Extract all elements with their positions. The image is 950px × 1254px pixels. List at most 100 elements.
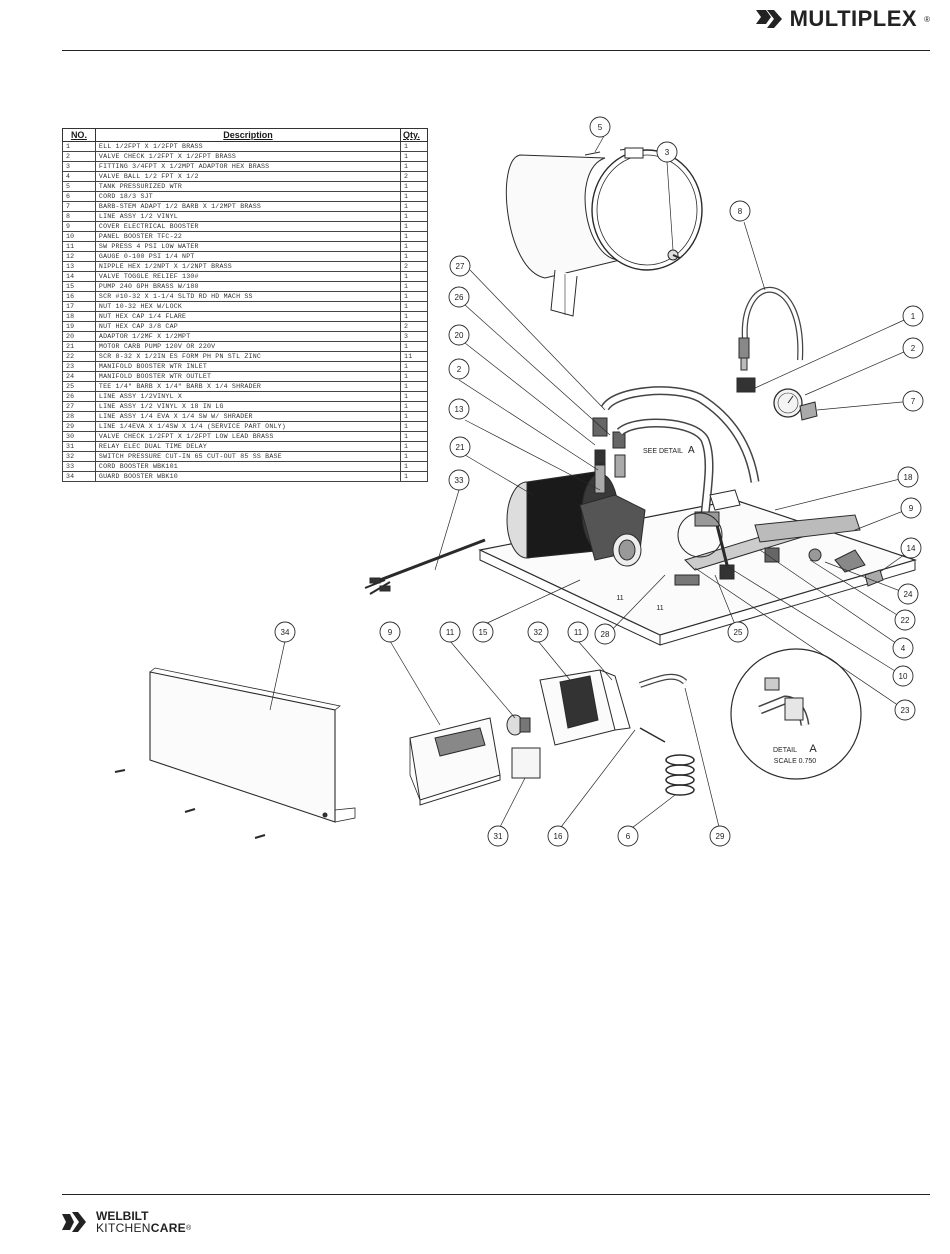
callout-26: 26 (455, 293, 464, 302)
detail-a-scale: SCALE 0.750 (774, 758, 817, 765)
cell-no: 2 (62, 151, 96, 162)
cell-no: 17 (62, 301, 96, 312)
callout-29: 29 (716, 832, 725, 841)
cell-no: 4 (62, 171, 96, 182)
exploded-assembly-drawing: 5 3 8 27 26 20 2 13 21 33 1 2 7 18 9 14 … (364, 116, 924, 780)
cell-no: 23 (62, 361, 96, 372)
callout-24: 24 (904, 590, 913, 599)
callout-6: 6 (626, 832, 631, 841)
welbilt-mark-icon (62, 1212, 86, 1232)
cell-no: 22 (62, 351, 96, 362)
cell-no: 7 (62, 201, 96, 212)
detail-a-letter: A (809, 743, 817, 755)
motor-pump (506, 471, 646, 567)
callout-1: 1 (911, 312, 916, 321)
low-water-switch (506, 714, 531, 736)
cell-no: 29 (62, 421, 96, 432)
multiplex-logo: MULTIPLEX® (754, 6, 930, 32)
cell-no: 19 (62, 321, 96, 332)
cell-no: 11 (62, 241, 96, 252)
callout-9-lower: 9 (388, 628, 393, 637)
cell-no: 10 (62, 231, 96, 242)
cell-no: 5 (62, 181, 96, 192)
multiplex-mark-icon (755, 10, 782, 28)
callout-2-right: 2 (911, 344, 916, 353)
cell-no: 25 (62, 381, 96, 392)
line-assembly-26 (616, 418, 714, 516)
cell-no: 9 (62, 221, 96, 232)
cell-no: 16 (62, 291, 96, 302)
cell-no: 14 (62, 271, 96, 282)
callout-2-left: 2 (457, 365, 462, 374)
cell-qty: 1 (400, 471, 428, 482)
callout-7: 7 (911, 397, 916, 406)
callout-27: 27 (456, 262, 465, 271)
base-mark-2: 11 (656, 605, 663, 612)
cell-no: 6 (62, 191, 96, 202)
leader-lines (434, 135, 914, 711)
welbilt-name: WELBILT (96, 1208, 149, 1223)
callout-8: 8 (738, 207, 743, 216)
callout-32: 32 (534, 628, 543, 637)
line-assembly-27 (601, 386, 760, 483)
coiled-cord (639, 727, 695, 796)
cell-desc: GUARD BOOSTER WBK10 (94, 471, 402, 482)
cell-no: 34 (62, 471, 96, 482)
cell-no: 20 (62, 331, 96, 342)
cell-no: 31 (62, 441, 96, 452)
callout-14: 14 (907, 544, 916, 553)
callout-5: 5 (598, 123, 603, 132)
power-cord (364, 538, 486, 595)
base-mark-1: 11 (616, 595, 623, 602)
lower-components-drawing: 34 9 11 32 11 29 31 16 6 (114, 621, 731, 847)
cell-no: 27 (62, 401, 96, 412)
cell-no: 32 (62, 451, 96, 462)
callout-9-main: 9 (909, 504, 914, 513)
electrical-cover (409, 717, 501, 806)
footer-reg-mark: ® (185, 1224, 192, 1232)
care-text: CARE (150, 1220, 186, 1235)
callout-10: 10 (899, 672, 908, 681)
cell-no: 12 (62, 251, 96, 262)
cell-no: 21 (62, 341, 96, 352)
callout-31: 31 (494, 832, 503, 841)
cell-no: 33 (62, 461, 96, 472)
callout-28: 28 (601, 630, 610, 639)
callout-18: 18 (904, 473, 913, 482)
brand-name: MULTIPLEX (789, 6, 918, 31)
callout-11-left: 11 (446, 628, 455, 637)
callout-34: 34 (281, 628, 290, 637)
callout-3: 3 (665, 148, 670, 157)
welbilt-logo: WELBILT KITCHENCARE® (60, 1208, 191, 1236)
cell-no: 15 (62, 281, 96, 292)
see-detail-label: SEE DETAIL (643, 448, 683, 455)
pressure-switch (539, 669, 631, 746)
callout-25: 25 (734, 628, 743, 637)
callout-21: 21 (456, 443, 465, 452)
pressure-tank (505, 147, 703, 317)
cell-no: 26 (62, 391, 96, 402)
cell-no: 24 (62, 371, 96, 382)
callout-15: 15 (479, 628, 488, 637)
detail-a-inset (730, 648, 862, 780)
cell-no: 28 (62, 411, 96, 422)
callout-23: 23 (901, 706, 910, 715)
callout-circles (448, 116, 924, 721)
manifold-assembly (674, 489, 884, 587)
callout-22: 22 (901, 616, 910, 625)
kitchen-text: KITCHEN (96, 1220, 151, 1235)
header-no: NO. (62, 128, 96, 142)
cell-no: 8 (62, 211, 96, 222)
detail-a-callout-circle (677, 512, 723, 558)
footer-rule (62, 1194, 930, 1195)
see-detail-letter: A (688, 445, 695, 456)
callout-33: 33 (455, 476, 464, 485)
detail-a-title: DETAIL (773, 747, 797, 754)
cell-no: 18 (62, 311, 96, 322)
callout-20: 20 (455, 331, 464, 340)
header-rule (62, 50, 930, 51)
cell-no: 1 (62, 141, 96, 152)
